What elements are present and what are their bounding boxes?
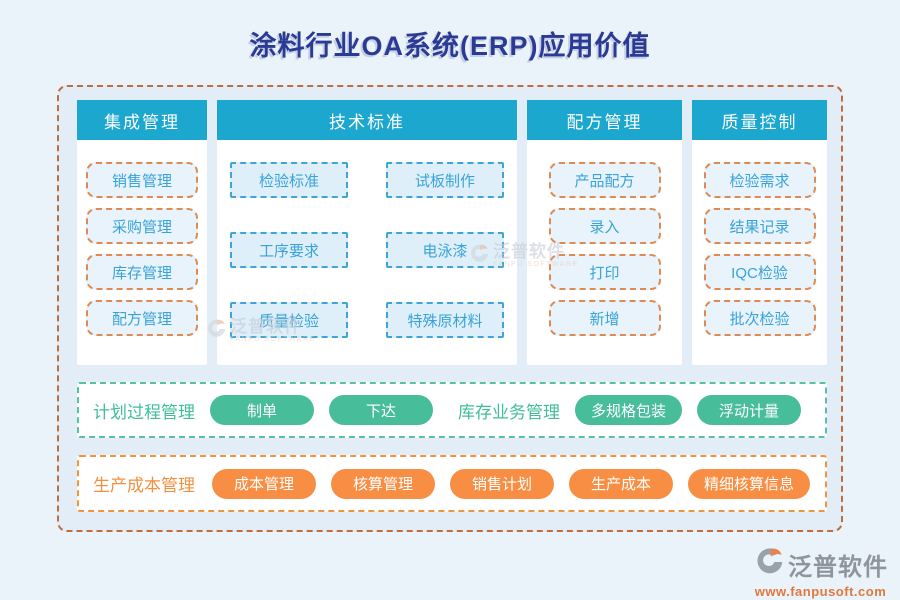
fanpu-logo-icon (753, 546, 785, 583)
module-button[interactable]: 工序要求 (230, 232, 348, 268)
action-button[interactable]: 销售计划 (450, 468, 554, 499)
action-button[interactable]: 浮动计量 (697, 395, 802, 425)
logo-url: www.fanpusoft.com (754, 584, 887, 599)
module-button[interactable]: 批次检验 (703, 300, 816, 336)
column-header: 技术标准 (217, 100, 517, 140)
column-formula-management: 配方管理 产品配方 录入 打印 新增 (527, 100, 682, 365)
column-quality-control: 质量控制 检验需求 结果记录 IQC检验 批次检验 (692, 100, 827, 365)
module-button[interactable]: 库存管理 (86, 254, 198, 290)
column-integration-management: 集成管理 销售管理 采购管理 库存管理 配方管理 (77, 100, 207, 365)
module-button[interactable]: 产品配方 (548, 162, 661, 198)
module-button[interactable]: 电泳漆 (386, 232, 504, 268)
main-panel: 集成管理 销售管理 采购管理 库存管理 配方管理 技术标准 检验标准 试板制作 … (57, 85, 843, 532)
cost-band: 生产成本管理 成本管理 核算管理 销售计划 生产成本 精细核算信息 (77, 455, 827, 512)
band-label: 生产成本管理 (93, 476, 195, 495)
column-header: 配方管理 (527, 100, 682, 140)
action-button[interactable]: 精细核算信息 (688, 468, 811, 499)
module-button[interactable]: 录入 (548, 208, 661, 244)
module-button[interactable]: 结果记录 (703, 208, 816, 244)
action-button[interactable]: 多规格包装 (575, 395, 683, 425)
column-header: 质量控制 (692, 100, 827, 140)
module-button[interactable]: 采购管理 (86, 208, 198, 244)
column-header: 集成管理 (77, 100, 207, 140)
module-button[interactable]: 新增 (548, 300, 661, 336)
module-button[interactable]: 检验需求 (703, 162, 816, 198)
module-button[interactable]: 销售管理 (86, 162, 198, 198)
module-button[interactable]: 打印 (548, 254, 661, 290)
columns-area: 集成管理 销售管理 采购管理 库存管理 配方管理 技术标准 检验标准 试板制作 … (77, 100, 827, 365)
module-button[interactable]: IQC检验 (703, 254, 816, 290)
process-band: 计划过程管理 制单 下达 库存业务管理 多规格包装 浮动计量 (77, 382, 827, 438)
module-button[interactable]: 质量检验 (230, 302, 348, 338)
module-button[interactable]: 检验标准 (230, 162, 348, 198)
column-technical-standards: 技术标准 检验标准 试板制作 工序要求 电泳漆 质量检验 特殊原材料 (217, 100, 517, 365)
action-button[interactable]: 成本管理 (212, 468, 316, 499)
module-button[interactable]: 配方管理 (86, 300, 198, 336)
band-label: 计划过程管理 (93, 402, 195, 422)
action-button[interactable]: 生产成本 (569, 468, 673, 499)
band-label: 库存业务管理 (458, 402, 560, 422)
action-button[interactable]: 核算管理 (331, 468, 435, 499)
fanpu-logo: 泛普软件 www.fanpusoft.com (753, 546, 888, 599)
module-button[interactable]: 特殊原材料 (386, 302, 504, 338)
logo-name: 泛普软件 (788, 555, 888, 581)
action-button[interactable]: 下达 (329, 395, 433, 425)
module-button[interactable]: 试板制作 (386, 162, 504, 198)
action-button[interactable]: 制单 (210, 395, 314, 425)
page-title: 涂料行业OA系统(ERP)应用价值 (249, 31, 651, 61)
